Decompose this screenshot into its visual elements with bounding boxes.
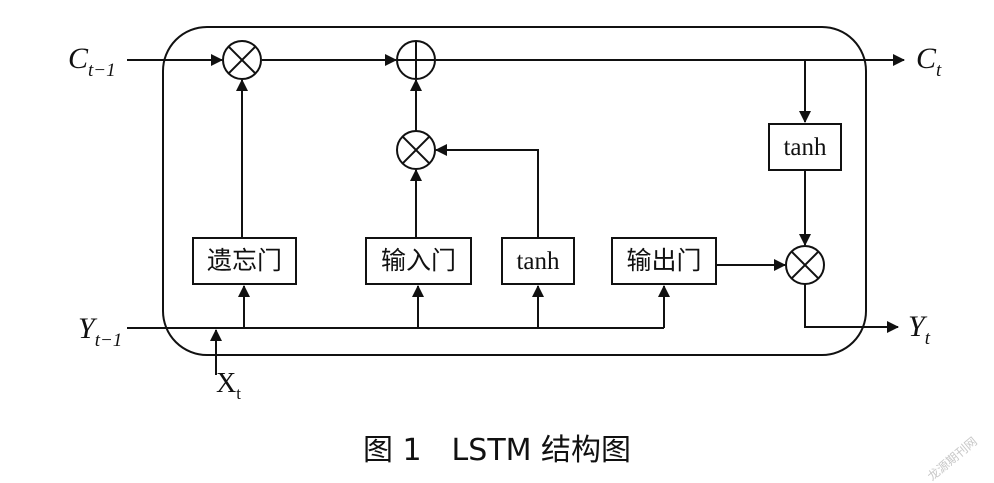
c-t-label: Ct bbox=[916, 42, 942, 81]
lstm-cell-boundary bbox=[162, 26, 867, 356]
input-multiply-operator bbox=[396, 130, 436, 170]
y-prev-label: Yt−1 bbox=[78, 312, 122, 351]
candidate-to-multiply bbox=[435, 144, 539, 238]
figure-caption: 图 1 LSTM 结构图 bbox=[363, 433, 631, 468]
cell-add-operator bbox=[396, 40, 436, 80]
output-multiply-operator bbox=[785, 245, 825, 285]
output-gate-box bbox=[611, 237, 717, 285]
candidate-tanh-box bbox=[501, 237, 575, 285]
forget-gate-box bbox=[192, 237, 297, 285]
watermark-text: 龙源期刊网 bbox=[925, 434, 980, 483]
input-gate-box bbox=[365, 237, 472, 285]
forget-multiply-operator bbox=[222, 40, 262, 80]
hidden-output-line bbox=[804, 284, 899, 333]
c-prev-label: Ct−1 bbox=[68, 42, 116, 81]
cell-tanh-label: tanh bbox=[783, 134, 827, 161]
input-gate-label: 输入门 bbox=[381, 246, 456, 275]
y-t-label: Yt bbox=[908, 310, 931, 349]
candidate-tanh-label: tanh bbox=[516, 248, 560, 275]
forget-gate-label: 遗忘门 bbox=[207, 246, 282, 275]
x-t-label: Xt bbox=[216, 368, 241, 403]
output-gate-label: 输出门 bbox=[626, 246, 701, 275]
